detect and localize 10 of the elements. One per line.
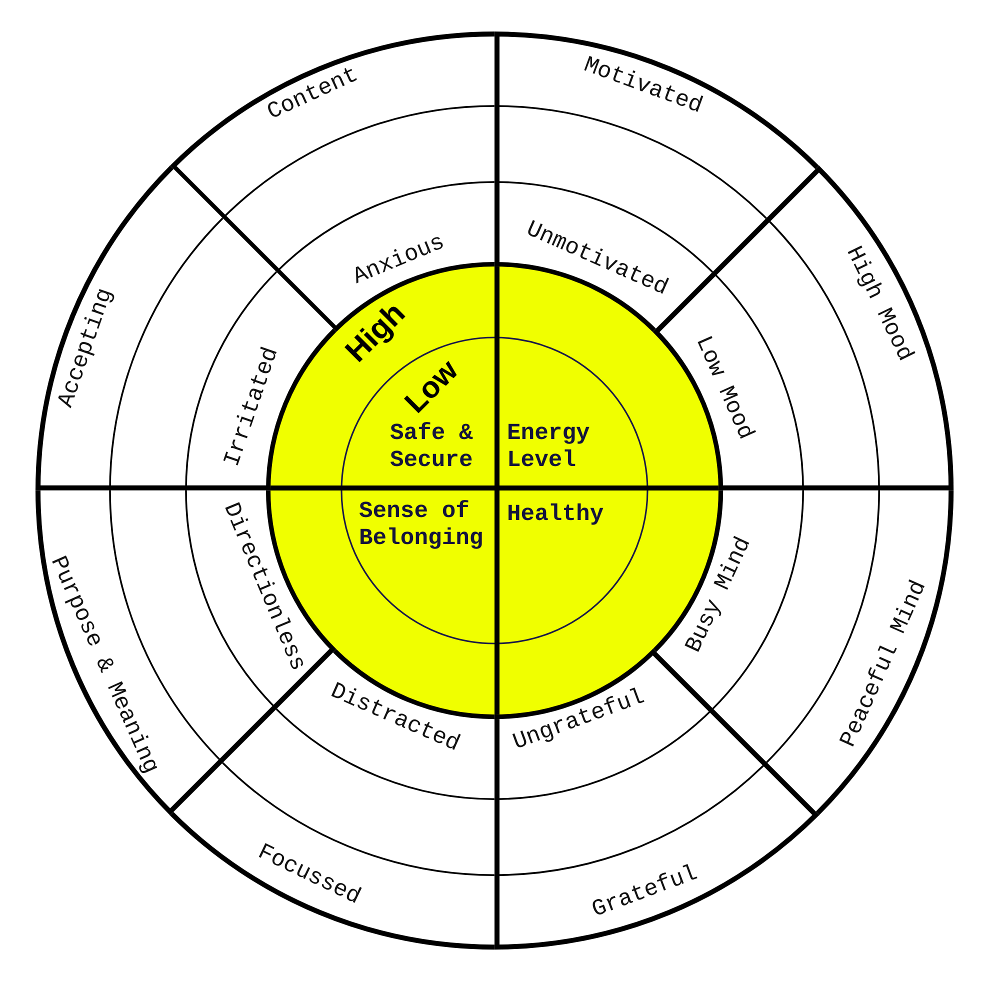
quadrant-label: Energy Level	[507, 420, 590, 474]
segment-label: Low Mood	[690, 332, 758, 444]
segment-label: High Mood	[840, 242, 918, 366]
segment-label: Busy Mind	[682, 534, 757, 657]
wheel-segment	[652, 490, 954, 816]
quadrant-label: Healthy	[507, 501, 604, 528]
wheel-segment	[34, 165, 337, 491]
quadrant-label: Sense of Belonging	[359, 498, 484, 552]
quadrant-label: Safe & Secure	[390, 420, 473, 474]
wheel-segment	[494, 30, 820, 333]
